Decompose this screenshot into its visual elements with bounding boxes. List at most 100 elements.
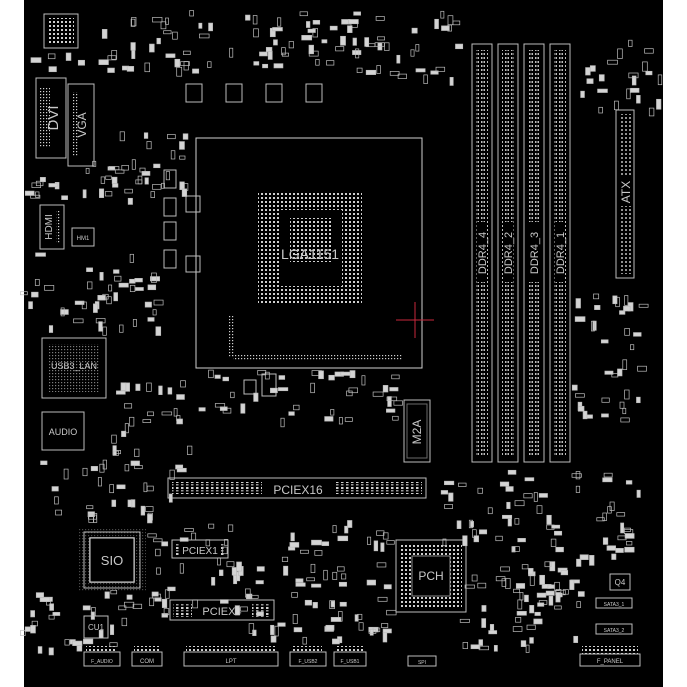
passive-component	[168, 493, 173, 503]
passive-component	[502, 514, 513, 519]
passive-component	[324, 416, 334, 422]
super-io-chip[interactable]	[78, 528, 146, 592]
rear-io-vga-connector[interactable]	[67, 83, 95, 167]
passive-component	[355, 48, 360, 59]
passive-component	[624, 295, 629, 306]
passive-component	[224, 539, 229, 546]
dimm-slot-labels-bg	[477, 222, 565, 282]
passive-component	[124, 601, 135, 608]
passive-component	[245, 588, 251, 598]
passive-component	[520, 640, 527, 647]
passive-component	[118, 605, 127, 611]
sata-connector-1[interactable]	[595, 597, 633, 609]
m2-slot[interactable]	[403, 399, 431, 463]
rear-io-usb-lan-connector[interactable]	[41, 337, 107, 399]
passive-component	[147, 284, 157, 291]
top-left-header[interactable]	[43, 13, 79, 49]
passive-component	[493, 645, 498, 652]
passive-component	[354, 614, 359, 622]
q4-component[interactable]	[609, 573, 631, 591]
atx-power-connector[interactable]	[615, 109, 635, 279]
cpu-socket-outline[interactable]	[195, 137, 423, 369]
cu1-component[interactable]	[83, 615, 109, 639]
sata-connector-2[interactable]	[595, 623, 633, 635]
passive-component	[300, 549, 309, 554]
passive-component	[547, 584, 555, 589]
passive-component	[315, 59, 320, 66]
passive-component	[304, 599, 312, 606]
passive-component	[180, 380, 186, 388]
passive-component	[349, 370, 356, 379]
passive-component	[441, 25, 450, 31]
passive-component	[48, 325, 54, 333]
passive-component	[257, 370, 267, 376]
passive-component	[449, 77, 454, 86]
passive-component	[121, 617, 128, 627]
passive-component	[386, 609, 397, 616]
rear-io-hdmi-connector[interactable]	[39, 204, 65, 250]
passive-component	[77, 59, 85, 66]
passive-component	[61, 195, 68, 200]
passive-component	[270, 624, 275, 635]
passive-component	[124, 188, 133, 194]
passive-component	[124, 423, 129, 434]
passive-component	[383, 584, 392, 590]
hm1-chip[interactable]	[71, 227, 95, 247]
ddr4-3-label: DDR4_3	[529, 232, 541, 274]
passive-component	[72, 640, 83, 646]
passive-component	[83, 638, 94, 645]
passive-component	[281, 52, 289, 57]
passive-component	[302, 636, 307, 645]
pciex4-label: PCIEX4	[202, 606, 241, 618]
passive-component	[167, 586, 176, 592]
rear-io-audio-connector[interactable]	[41, 411, 85, 451]
pciex16-label: PCIEX16	[273, 483, 323, 497]
passive-component	[55, 509, 62, 516]
passive-component	[440, 10, 445, 19]
passive-component	[377, 596, 388, 602]
passive-component	[52, 612, 61, 616]
spi-header[interactable]	[407, 655, 437, 667]
passive-component	[332, 525, 337, 534]
passive-component	[604, 370, 614, 375]
passive-component	[576, 558, 582, 567]
passive-component	[519, 592, 524, 601]
passive-component	[104, 591, 110, 599]
passive-component	[347, 25, 353, 33]
passive-component	[594, 305, 601, 310]
passive-component	[145, 506, 154, 512]
pcie-x16-slot[interactable]	[167, 477, 427, 499]
passive-component	[111, 176, 118, 184]
passive-component	[214, 374, 221, 379]
passive-component	[620, 522, 625, 534]
passive-component	[372, 391, 384, 397]
passive-component	[525, 644, 530, 653]
passive-component	[144, 62, 150, 73]
passive-component	[512, 626, 523, 632]
passive-component	[456, 520, 462, 529]
passive-component	[328, 374, 335, 381]
passive-component	[144, 177, 149, 185]
passive-component	[332, 571, 338, 580]
passive-component	[119, 131, 125, 142]
sata2-label: SATA3_2	[604, 628, 625, 634]
passive-component	[182, 133, 189, 140]
rear-io-dvi-connector[interactable]	[35, 77, 67, 159]
passive-component	[98, 59, 109, 65]
passive-component	[601, 413, 609, 418]
passive-component	[167, 387, 173, 395]
passive-component	[633, 332, 642, 337]
passive-component	[121, 165, 129, 171]
passive-component	[488, 630, 498, 635]
passive-component	[536, 505, 543, 514]
passive-component	[111, 434, 117, 444]
passive-component	[100, 176, 106, 184]
passive-component	[124, 464, 130, 472]
passive-component	[548, 595, 554, 606]
pch-chip[interactable]	[395, 539, 467, 613]
passive-component	[253, 28, 259, 38]
passive-component	[127, 197, 133, 205]
passive-component	[462, 535, 468, 547]
audio-header-label: F_AUDIO	[91, 659, 113, 665]
